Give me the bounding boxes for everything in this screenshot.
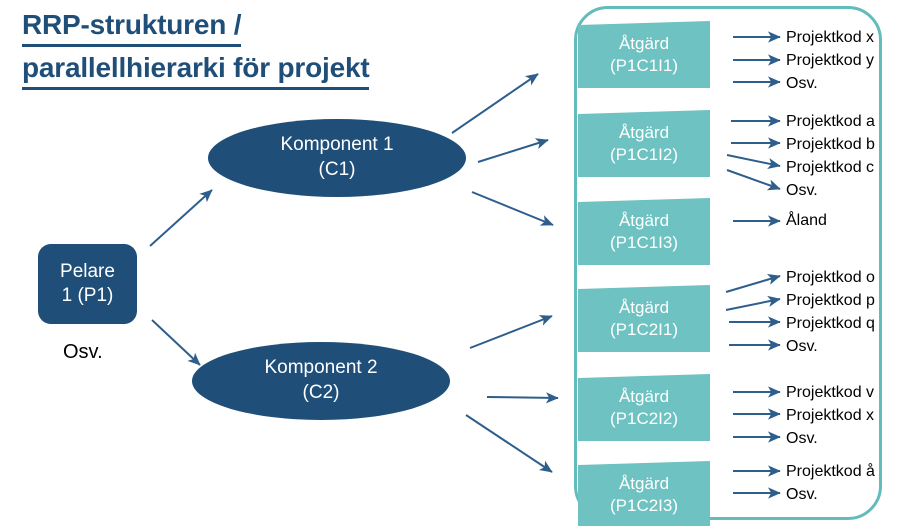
project-code: Projektkod y [786,52,875,69]
project-code: Åland [786,212,827,229]
node-komponent-2-line-1: Komponent 2 [264,357,378,379]
project-code: Projektkod o [786,269,875,286]
node-komponent-2[interactable]: Komponent 2 (C2) [192,342,450,420]
project-codes-p1c2i1: Projektkod o Projektkod p Projektkod q O… [786,266,875,358]
node-komponent-1-line-1: Komponent 1 [280,134,394,156]
project-codes-p1c2i3: Projektkod å Osv. [786,460,875,506]
node-atgard-p1c2i2-line-1: Åtgärd [618,386,670,406]
pelare-etc-label: Osv. [63,341,103,363]
project-code: Osv. [786,430,818,447]
node-atgard-p1c2i1-line-1: Åtgärd [618,297,670,317]
arrow-komponent-2-to-action-4 [469,315,553,349]
project-codes-p1c1i3: Åland [786,209,827,232]
project-code: Osv. [786,182,818,199]
page-title-line-2: parallellhierarki för projekt [22,49,370,91]
project-code: Osv. [786,75,818,92]
project-code: Projektkod x [786,29,875,46]
node-atgard-p1c1i3[interactable]: Åtgärd (P1C1I3) [578,198,710,265]
node-pelare-line-2: 1 (P1) [61,285,114,306]
page-title: RRP-strukturen / parallellhierarki för p… [22,6,482,91]
arrow-komponent-2-to-action-6 [465,414,553,473]
node-atgard-p1c1i2-line-2: (P1C1I2) [609,144,679,164]
node-atgard-p1c2i1[interactable]: Åtgärd (P1C2I1) [578,285,710,352]
node-pelare-p1[interactable]: Pelare 1 (P1) [38,244,137,324]
node-komponent-1[interactable]: Komponent 1 (C1) [208,119,466,197]
project-code: Projektkod x [786,407,875,424]
project-codes-p1c1i2: Projektkod a Projektkod b Projektkod c O… [786,110,875,202]
actions-group-container [574,6,882,520]
node-atgard-p1c1i1[interactable]: Åtgärd (P1C1I1) [578,21,710,88]
project-code: Projektkod c [786,159,875,176]
node-atgard-p1c2i3-line-2: (P1C2I3) [609,495,679,515]
project-code: Projektkod b [786,136,875,153]
node-atgard-p1c1i1-line-1: Åtgärd [618,33,670,53]
node-atgard-p1c2i3[interactable]: Åtgärd (P1C2I3) [578,461,710,526]
node-atgard-p1c1i3-line-2: (P1C1I3) [609,232,679,252]
arrow-pelare-to-komponent-2 [151,319,201,366]
node-atgard-p1c1i2[interactable]: Åtgärd (P1C1I2) [578,110,710,177]
node-atgard-p1c1i3-line-1: Åtgärd [618,210,670,230]
node-komponent-2-line-2: (C2) [302,382,340,403]
node-atgard-p1c2i3-line-1: Åtgärd [618,473,670,493]
arrow-komponent-1-to-action-3 [471,191,554,226]
arrow-komponent-2-to-action-5 [486,392,559,404]
node-atgard-p1c2i2-line-2: (P1C2I2) [609,408,679,428]
project-code: Osv. [786,486,818,503]
project-code: Projektkod v [786,384,875,401]
node-atgard-p1c1i1-line-2: (P1C1I1) [609,55,679,75]
arrow-komponent-1-to-action-2 [477,138,549,163]
project-code: Projektkod p [786,292,875,309]
node-atgard-p1c1i2-line-1: Åtgärd [618,122,670,142]
project-code: Osv. [786,338,818,355]
project-codes-p1c2i2: Projektkod v Projektkod x Osv. [786,381,874,450]
page-title-line-1: RRP-strukturen / [22,6,241,48]
node-atgard-p1c2i1-line-2: (P1C2I1) [609,319,679,339]
arrow-pelare-to-komponent-1 [149,189,213,247]
node-pelare-line-1: Pelare [60,261,115,283]
node-komponent-1-line-2: (C1) [318,159,356,180]
project-code: Projektkod a [786,113,875,130]
project-code: Projektkod q [786,315,875,332]
project-code: Projektkod å [786,463,875,480]
node-atgard-p1c2i2[interactable]: Åtgärd (P1C2I2) [578,374,710,441]
project-codes-p1c1i1: Projektkod x Projektkod y Osv. [786,26,874,95]
